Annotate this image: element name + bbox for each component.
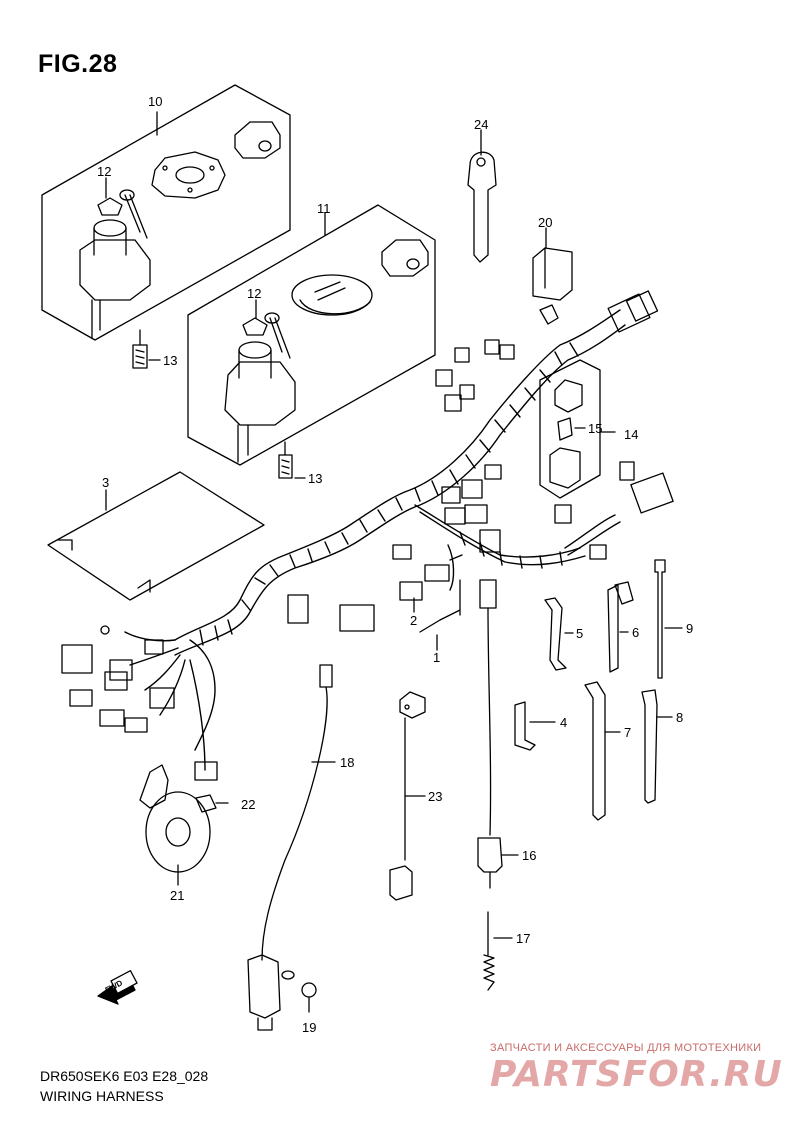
bolt-13a <box>132 329 161 369</box>
callout-21: 21 <box>170 888 185 903</box>
insulation-sheet-3 <box>47 471 265 601</box>
callout-15: 15 <box>588 421 603 436</box>
ignition-switch-11 <box>224 299 296 463</box>
spring-17 <box>483 911 513 991</box>
sensor-23 <box>389 691 426 901</box>
clamp-5 <box>544 597 574 671</box>
callout-5: 5 <box>576 626 584 641</box>
callout-19: 19 <box>302 1020 317 1035</box>
fwd-arrow-icon <box>97 970 138 1005</box>
part-2 <box>413 579 461 633</box>
tie-8 <box>641 689 673 804</box>
clamp-6 <box>607 581 634 673</box>
main-harness-1 <box>124 309 626 771</box>
bolt-22 <box>195 794 229 813</box>
callout-6: 6 <box>632 625 640 640</box>
fuel-cap-11 <box>291 274 373 316</box>
relay-20 <box>532 227 573 325</box>
callout-14: 14 <box>624 427 639 442</box>
callout-4: 4 <box>560 715 568 730</box>
callout-7: 7 <box>624 725 632 740</box>
callout-9: 9 <box>686 621 694 636</box>
watermark-tagline: ЗАПЧАСТИ И АКСЕССУАРЫ ДЛЯ МОТОТЕХНИКИ <box>490 1042 762 1054</box>
horn-21 <box>139 764 211 886</box>
callout-2: 2 <box>410 613 418 628</box>
callout-1: 1 <box>433 650 441 665</box>
lock-plate-10 <box>151 151 226 199</box>
callout-10: 10 <box>148 94 163 109</box>
callout-8: 8 <box>676 710 684 725</box>
callout-23: 23 <box>428 789 443 804</box>
figure-title: FIG.28 <box>38 50 118 78</box>
watermark-logo: PARTSFOR.RU <box>490 1054 783 1095</box>
key-24 <box>467 129 497 263</box>
callout-13b: 13 <box>308 471 323 486</box>
callout-18: 18 <box>340 755 355 770</box>
callout-20: 20 <box>538 215 553 230</box>
harness-connectors <box>61 290 674 781</box>
lock-cap-11 <box>381 239 429 277</box>
model-code: DR650SEK6 E03 E28_028 <box>40 1068 209 1084</box>
callout-17: 17 <box>516 931 531 946</box>
screw-19 <box>301 982 317 1013</box>
sensor-18 <box>247 664 336 1031</box>
clamp-4 <box>514 701 556 751</box>
callout-22: 22 <box>241 797 256 812</box>
callout-13a: 13 <box>163 353 178 368</box>
callout-12a: 12 <box>97 164 112 179</box>
group-box-11 <box>187 204 436 466</box>
tie-7 <box>584 681 621 821</box>
lock-cap-10 <box>234 121 281 159</box>
diagram-subtitle: WIRING HARNESS <box>40 1088 164 1104</box>
switch-16 <box>477 607 519 889</box>
callout-11: 11 <box>317 201 331 216</box>
group-box-10 <box>41 84 291 341</box>
group-box-14 <box>539 359 616 499</box>
tie-9 <box>654 559 683 679</box>
callout-24: 24 <box>474 117 489 132</box>
callout-16: 16 <box>522 848 537 863</box>
ignition-switch-10 <box>79 177 151 339</box>
callout-3: 3 <box>102 475 110 490</box>
bolt-13b <box>278 441 306 479</box>
callout-12b: 12 <box>247 286 262 301</box>
